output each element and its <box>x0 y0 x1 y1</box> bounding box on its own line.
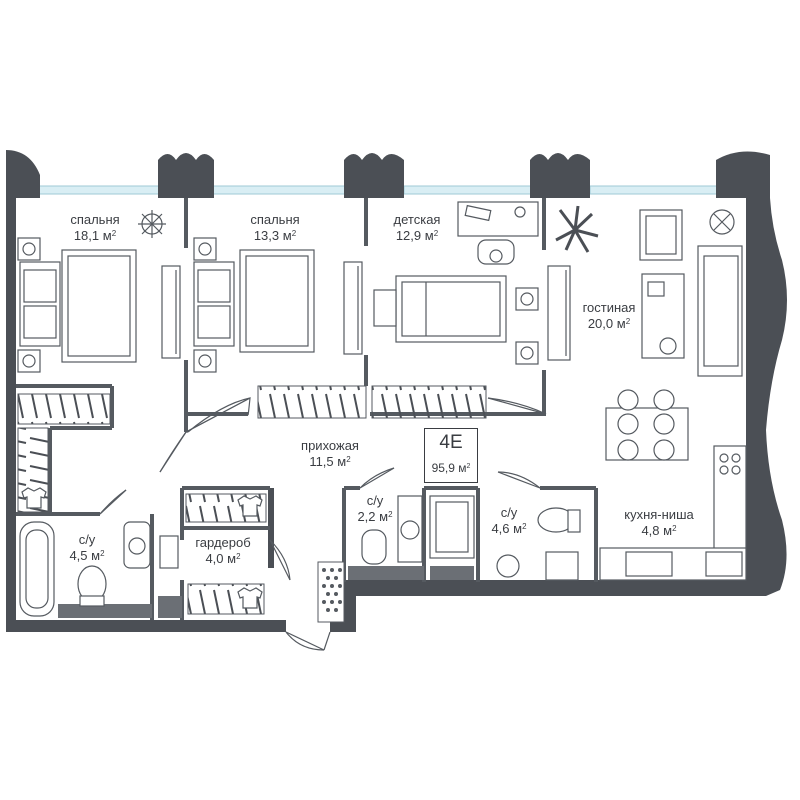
room-label-living-room: гостиная 20,0 м2 <box>582 300 636 331</box>
room-label-kitchen-niche: кухня-ниша 4,8 м2 <box>624 507 694 538</box>
apartment-label: 4E 95,9 м2 <box>424 428 478 483</box>
kitchen <box>599 445 747 581</box>
apartment-total-area: 95,9 м2 <box>431 461 471 475</box>
room-label-bathroom-tub: с/у 4,5 м2 <box>69 532 105 563</box>
closets <box>17 385 487 623</box>
room-label-bedroom-2: спальня 13,3 м2 <box>250 212 300 243</box>
threshold-patches <box>58 566 474 618</box>
apartment-code: 4E <box>439 432 463 453</box>
interior-walls <box>16 198 598 620</box>
room-label-bathroom-shower: с/у 4,6 м2 <box>491 505 527 536</box>
living-furniture <box>639 209 743 377</box>
exterior-walls <box>6 150 787 632</box>
doors <box>99 396 547 651</box>
room-label-bathroom-small: с/у 2,2 м2 <box>357 493 393 524</box>
room-label-hallway: прихожая 11,5 м2 <box>301 438 359 469</box>
tshirt-icons <box>21 487 263 609</box>
tv-stands <box>161 261 571 361</box>
room-label-wardrobe: гардероб 4,0 м2 <box>195 535 251 566</box>
room-label-bedroom-1: спальня 18,1 м2 <box>70 212 120 243</box>
bathroom-fixtures <box>19 495 581 617</box>
plant-icons <box>138 205 599 253</box>
dining-table <box>605 389 689 461</box>
entry-mat <box>317 561 345 623</box>
nightstand-lamps <box>17 237 539 373</box>
room-label-kids-room: детская 12,9 м2 <box>393 212 441 243</box>
beds <box>19 249 507 363</box>
kids-desk <box>457 201 539 265</box>
